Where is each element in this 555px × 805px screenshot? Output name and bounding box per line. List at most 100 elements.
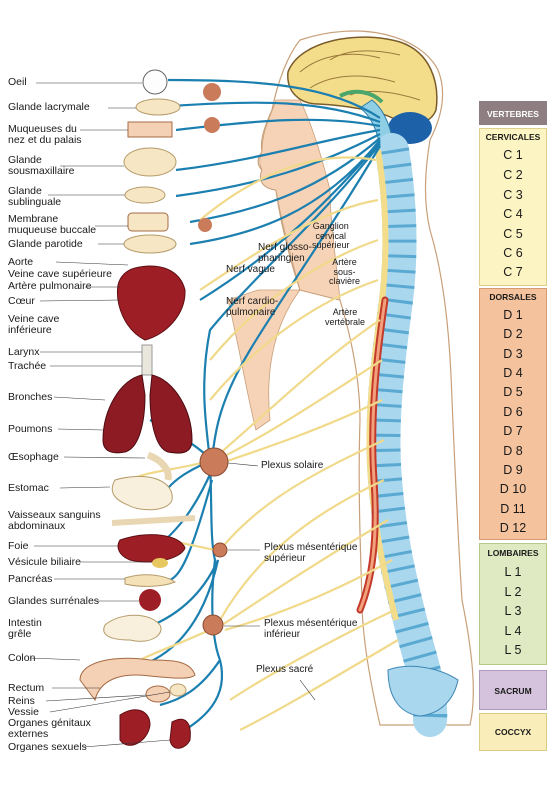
liver bbox=[117, 534, 186, 563]
submaxillary-gland bbox=[123, 147, 177, 177]
vertebra-d5: D 5 bbox=[503, 385, 523, 399]
parotid-gland bbox=[123, 234, 177, 254]
vertebra-d1: D 1 bbox=[503, 308, 523, 322]
sacrum-box bbox=[479, 670, 547, 710]
vertebra-d6: D 6 bbox=[503, 405, 523, 419]
label-solar-plexus: Plexus solaire bbox=[261, 460, 324, 471]
vertebra-d10: D 10 bbox=[499, 482, 527, 496]
label-submaxillary-gland: Glande sousmaxillaire bbox=[8, 154, 75, 177]
vertebra-c6: C 6 bbox=[503, 246, 523, 260]
vertebra-c3: C 3 bbox=[503, 188, 523, 202]
label-bronchi: Bronches bbox=[8, 391, 53, 403]
vertebra-c7: C 7 bbox=[503, 265, 523, 279]
brain bbox=[287, 36, 438, 126]
label-subclavian-artery: Artère sous- clavière bbox=[329, 257, 361, 286]
label-lungs: Poumons bbox=[8, 423, 53, 435]
ganglion-2 bbox=[204, 117, 220, 133]
oesophagus bbox=[146, 451, 172, 481]
larynx-trachea bbox=[141, 344, 153, 376]
label-colon: Colon bbox=[8, 652, 36, 664]
vertebra-d3: D 3 bbox=[503, 347, 523, 361]
label-adrenal-glands: Glandes surrénales bbox=[8, 595, 100, 607]
lacrimal-gland bbox=[135, 98, 181, 116]
stomach bbox=[111, 476, 173, 511]
label-pulmonary-artery: Artère pulmonaire bbox=[8, 280, 92, 292]
lumbar-box bbox=[479, 543, 547, 665]
label-lacrimal-gland: Glande lacrymale bbox=[8, 101, 90, 113]
colon bbox=[79, 657, 196, 702]
label-small-intestine: Intestin grêle bbox=[8, 617, 42, 640]
vertebra-l2: L 2 bbox=[504, 585, 522, 599]
vertebra-d4: D 4 bbox=[503, 366, 523, 380]
buccal-membrane bbox=[127, 212, 169, 232]
external-genitals bbox=[119, 709, 151, 746]
label-larynx: Larynx bbox=[8, 346, 40, 358]
nasal-mucosa bbox=[127, 121, 173, 138]
label-aorta: Aorte bbox=[8, 256, 34, 268]
sexual-organs bbox=[169, 718, 191, 749]
vertebra-d7: D 7 bbox=[503, 424, 523, 438]
adrenal-glands bbox=[139, 589, 161, 611]
vertebra-d12: D 12 bbox=[499, 521, 527, 535]
sacrum-heading: SACRUM bbox=[494, 686, 532, 696]
label-gallbladder: Vésicule biliaire bbox=[8, 556, 81, 568]
vertebra-c4: C 4 bbox=[503, 207, 523, 221]
small-intestine bbox=[103, 614, 162, 642]
solar-plexus bbox=[199, 447, 229, 477]
sacrum bbox=[387, 665, 459, 717]
label-bladder: Vessie bbox=[8, 706, 39, 718]
vertebra-c1: C 1 bbox=[503, 148, 523, 162]
vertebra-l5: L 5 bbox=[504, 643, 522, 657]
heart bbox=[116, 265, 186, 341]
label-vagus-nerve: Nerf vague bbox=[226, 264, 275, 275]
label-sublingual-gland: Glande sublinguale bbox=[8, 185, 62, 208]
label-inferior-vena-cava: Veine cave inférieure bbox=[8, 313, 60, 336]
vertebra-d9: D 9 bbox=[503, 463, 523, 477]
label-external-genitals: Organes génitaux externes bbox=[8, 717, 91, 740]
label-sacral-plexus: Plexus sacré bbox=[256, 664, 314, 675]
label-superior-mesenteric-plexus: Plexus mésentérique supérieur bbox=[264, 542, 358, 564]
eye bbox=[142, 69, 168, 95]
label-buccal-membrane: Membrane muqueuse buccale bbox=[8, 213, 97, 236]
spine bbox=[356, 133, 448, 737]
cervical-heading: CERVICALES bbox=[485, 132, 541, 142]
sublingual-gland bbox=[124, 186, 166, 204]
vertebra-c5: C 5 bbox=[503, 227, 523, 241]
label-nasal-mucosa: Muqueuses du nez et du palais bbox=[8, 123, 82, 146]
ganglion-3 bbox=[198, 218, 212, 232]
superior-mesenteric-plexus bbox=[212, 542, 228, 558]
label-glossopharyngeal-nerve: Nerf glosso- pharingien bbox=[258, 242, 312, 264]
dorsal-heading: DORSALES bbox=[489, 292, 537, 302]
label-parotid-gland: Glande parotide bbox=[8, 238, 83, 250]
left-lung bbox=[102, 374, 146, 454]
vertebrae-title: VERTEBRES bbox=[487, 109, 539, 119]
lumbar-heading: LOMBAIRES bbox=[487, 548, 539, 558]
inferior-mesenteric-plexus bbox=[202, 614, 224, 636]
abdominal-vessels bbox=[111, 515, 196, 526]
label-inferior-mesenteric-plexus: Plexus mésentérique inférieur bbox=[264, 618, 358, 640]
right-lung bbox=[149, 374, 193, 454]
vertebra-d11: D 11 bbox=[500, 502, 526, 516]
label-superior-vena-cava: Veine cave supérieure bbox=[8, 268, 112, 280]
label-cardiopulmonary-nerve: Nerf cardio- pulmonaire bbox=[226, 296, 279, 318]
arm bbox=[227, 289, 301, 431]
label-pancreas: Pancréas bbox=[8, 573, 53, 585]
leader-lines bbox=[29, 82, 316, 748]
vertebra-l4: L 4 bbox=[504, 624, 522, 638]
label-oesophagus: Œsophage bbox=[8, 451, 59, 463]
vertebra-d8: D 8 bbox=[503, 444, 523, 458]
vertebra-l3: L 3 bbox=[504, 604, 522, 618]
label-liver: Foie bbox=[8, 540, 29, 552]
vertebrae-title-box bbox=[479, 101, 547, 125]
label-stomach: Estomac bbox=[8, 482, 49, 494]
face-skin bbox=[259, 99, 341, 301]
pancreas bbox=[124, 574, 177, 587]
vertebra-d2: D 2 bbox=[503, 327, 523, 341]
label-sexual-organs: Organes sexuels bbox=[8, 741, 87, 753]
cervical-box bbox=[479, 128, 547, 286]
label-eye: Oeil bbox=[8, 76, 27, 88]
vertebra-l1: L 1 bbox=[504, 565, 522, 579]
label-abdominal-vessels: Vaisseaux sanguins abdominaux bbox=[8, 509, 101, 532]
